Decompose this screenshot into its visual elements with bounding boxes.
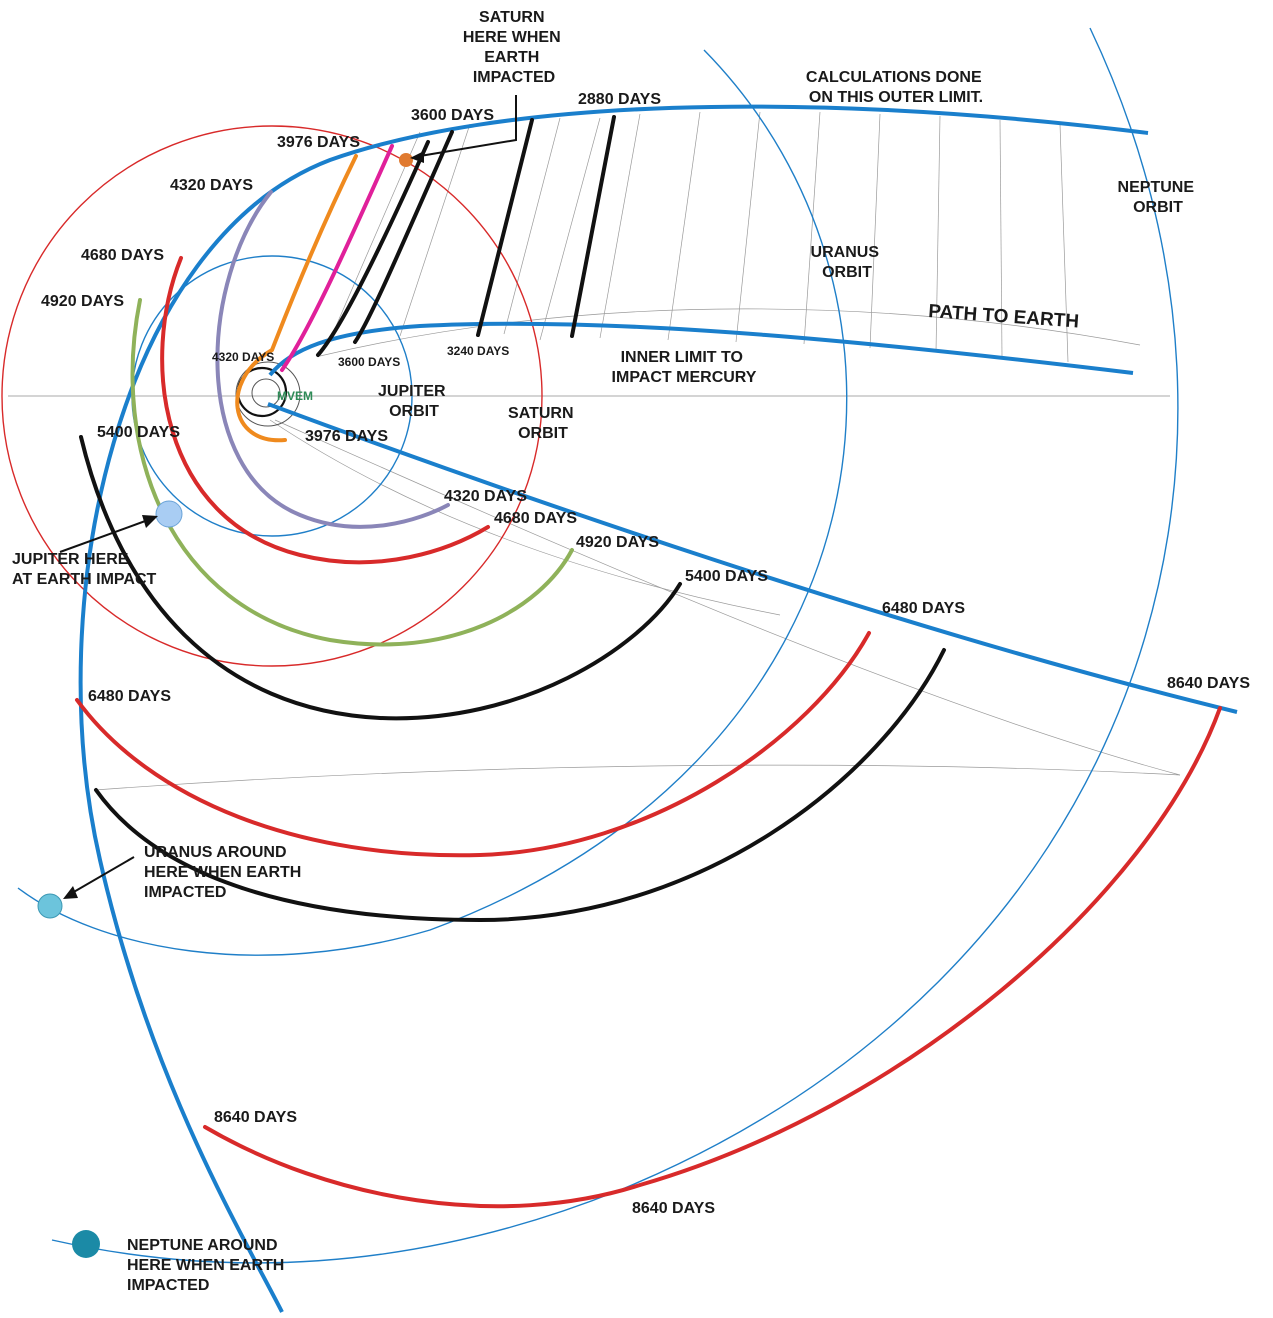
line-magenta <box>280 144 394 372</box>
saturn-orbit-label: SATURN ORBIT <box>508 405 578 442</box>
label-right-4680: 4680 DAYS <box>494 510 577 527</box>
neptune-orbit-label: NEPTUNE ORBIT <box>1118 179 1199 216</box>
arc-4920 <box>130 298 574 647</box>
uranus-ball <box>37 893 63 919</box>
label-right-6480: 6480 DAYS <box>882 600 965 617</box>
uranus-orbit <box>17 49 848 956</box>
inner-planets-label: MVEM <box>277 389 313 403</box>
inner-limit-label: INNER LIMIT TO IMPACT MERCURY <box>612 349 757 386</box>
lower-limit <box>267 402 1238 714</box>
calc-note: CALCULATIONS DONE ON THIS OUTER LIMIT. <box>806 69 986 106</box>
uranus-orbit-label: URANUS ORBIT <box>811 244 884 281</box>
label-right-8640: 8640 DAYS <box>1167 675 1250 692</box>
label-right-4320: 4320 DAYS <box>444 488 527 505</box>
jupiter-orbit-label: JUPITER ORBIT <box>378 383 450 420</box>
label-right-4920: 4920 DAYS <box>576 534 659 551</box>
label-inner-3240: 3240 DAYS <box>447 344 509 358</box>
line-3600b <box>316 140 430 357</box>
label-top-4680: 4680 DAYS <box>81 247 164 264</box>
line-2880 <box>570 115 616 338</box>
label-bottom-8640: 8640 DAYS <box>214 1109 297 1126</box>
label-top-3976: 3976 DAYS <box>277 134 360 151</box>
label-top-2880: 2880 DAYS <box>578 91 661 108</box>
arc-6480-red <box>75 631 871 858</box>
jupiter-note: JUPITER HERE AT EARTH IMPACT <box>12 551 157 588</box>
path-to-earth-label: PATH TO EARTH <box>928 301 1080 332</box>
annotation-arrows <box>59 95 517 899</box>
line-3600a <box>353 130 454 344</box>
label-left-6480: 6480 DAYS <box>88 688 171 705</box>
neptune-ball <box>72 1230 100 1258</box>
label-top-3600: 3600 DAYS <box>411 107 494 124</box>
neptune-orbit <box>51 27 1179 1264</box>
label-top-4320: 4320 DAYS <box>170 177 253 194</box>
inner-limit <box>268 321 1134 377</box>
label-inner-4320: 4320 DAYS <box>212 350 274 364</box>
label-left-5400: 5400 DAYS <box>97 424 180 441</box>
neptune-note: NEPTUNE AROUND HERE WHEN EARTH IMPACTED <box>127 1237 289 1294</box>
day-arcs <box>75 256 1222 1209</box>
outer-limit <box>78 104 1149 1313</box>
lower-grid <box>94 419 1181 791</box>
label-right-5400: 5400 DAYS <box>685 568 768 585</box>
saturn-dot <box>399 153 413 167</box>
arc-5400 <box>79 435 682 721</box>
saturn-note: SATURN HERE WHEN EARTH IMPACTED <box>463 9 565 86</box>
label-top-4920: 4920 DAYS <box>41 293 124 310</box>
radial-lines <box>215 115 616 529</box>
label-inner-3976: 3976 DAYS <box>305 428 388 445</box>
jupiter-ball <box>155 500 183 528</box>
arc-8640 <box>203 706 1222 1209</box>
label-arc-8640: 8640 DAYS <box>632 1200 715 1217</box>
label-inner-3600: 3600 DAYS <box>338 355 400 369</box>
line-3240 <box>476 118 534 337</box>
arc-4680 <box>160 256 490 565</box>
uranus-note: URANUS AROUND HERE WHEN EARTH IMPACTED <box>144 844 306 901</box>
line-purple <box>215 190 450 529</box>
saturn-orbit <box>1 125 543 667</box>
arc-6480-black <box>94 648 946 923</box>
line-orange <box>235 154 358 443</box>
